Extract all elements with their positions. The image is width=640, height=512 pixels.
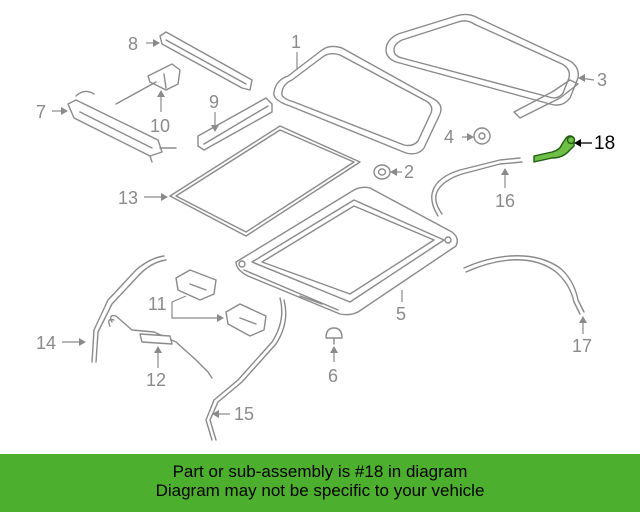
part-15-drive-cable[interactable] <box>205 297 287 441</box>
callout-6: 6 <box>328 366 338 386</box>
part-4-bumper[interactable] <box>473 127 491 145</box>
callout-7: 7 <box>36 102 46 122</box>
callout-17: 17 <box>572 336 592 356</box>
part-1-glass-panel[interactable] <box>273 45 442 155</box>
part-16-drain-hose[interactable] <box>431 157 523 217</box>
part-2-grommet[interactable] <box>373 164 391 180</box>
callout-3: 3 <box>597 70 607 90</box>
part-7-front-header[interactable] <box>67 90 177 163</box>
part-6-clip[interactable] <box>325 327 343 345</box>
callout-16: 16 <box>495 191 515 211</box>
banner-line-1: Part or sub-assembly is #18 in diagram <box>172 462 468 481</box>
callout-5: 5 <box>396 304 406 324</box>
part-9-deflector[interactable] <box>197 97 273 151</box>
part-14-drive-cable[interactable] <box>91 255 167 363</box>
callout-2: 2 <box>404 162 414 182</box>
part-10-bracket[interactable] <box>115 63 181 105</box>
callout-4: 4 <box>444 127 454 147</box>
callout-11: 11 <box>148 294 167 314</box>
part-8-front-rail[interactable] <box>159 31 253 91</box>
callout-18: 18 <box>594 133 615 154</box>
part-11-motor[interactable] <box>175 269 267 337</box>
part-5-sunroof-frame[interactable] <box>235 186 459 316</box>
callout-8: 8 <box>128 34 138 54</box>
info-banner: Part or sub-assembly is #18 in diagram D… <box>0 454 640 512</box>
part-13-sunshade[interactable] <box>169 125 361 237</box>
callout-14: 14 <box>36 333 56 353</box>
callout-10: 10 <box>150 116 170 136</box>
parts-diagram: 1 3 8 10 7 9 <box>36 13 615 441</box>
part-17-drain-hose[interactable] <box>463 255 585 315</box>
part-18-drain-hose-highlighted[interactable] <box>533 135 576 163</box>
part-12-cable[interactable] <box>107 314 213 379</box>
callout-9: 9 <box>209 92 219 112</box>
callout-13: 13 <box>118 188 138 208</box>
callout-1: 1 <box>291 32 301 52</box>
part-3-rear-glass[interactable] <box>385 13 579 119</box>
banner-line-2: Diagram may not be specific to your vehi… <box>155 481 485 500</box>
callout-12: 12 <box>146 370 166 390</box>
callout-15: 15 <box>234 404 254 424</box>
